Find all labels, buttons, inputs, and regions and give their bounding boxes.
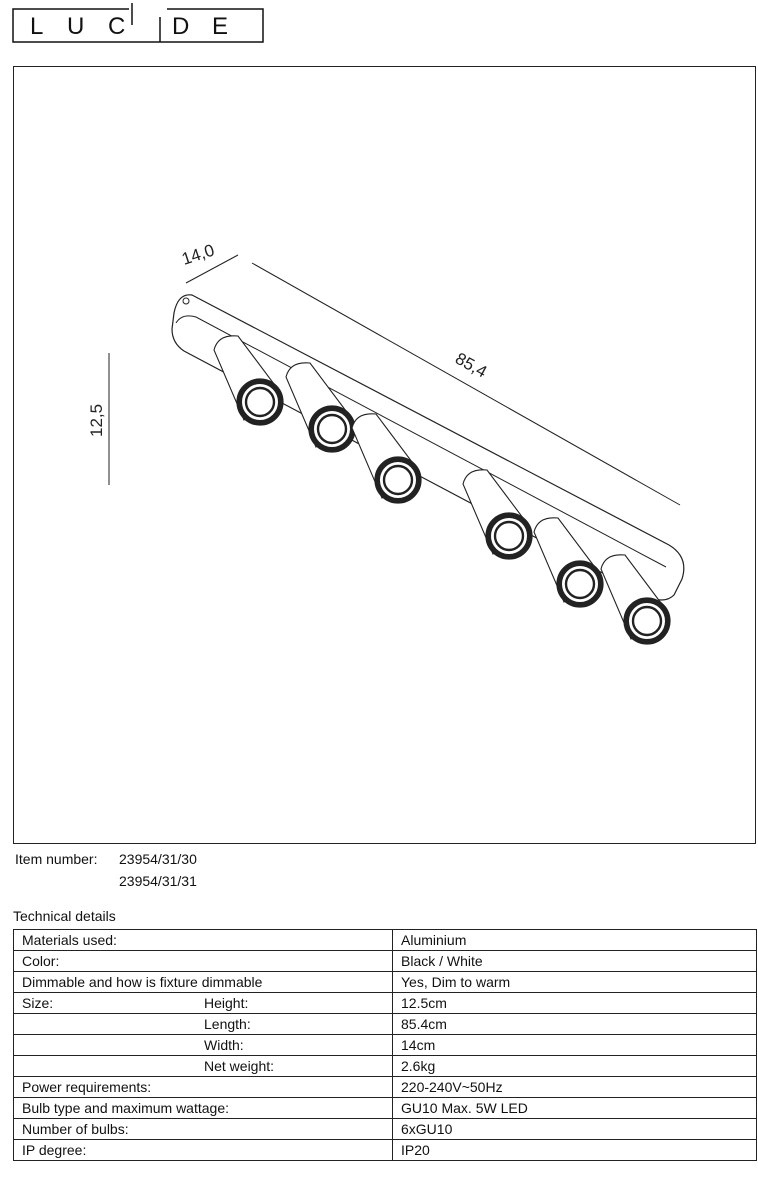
spec-row: Materials used: Aluminium [13, 929, 757, 951]
spec-value: 12.5cm [392, 992, 757, 1014]
technical-drawing: 14,0 85,4 12,5 [13, 66, 756, 844]
dim-height-label: 12,5 [87, 404, 106, 437]
spot-head [600, 554, 671, 645]
dim-width-label: 14,0 [179, 241, 216, 269]
spec-label-cell: Net weight: [13, 1055, 393, 1077]
spec-row: Number of bulbs: 6xGU10 [13, 1118, 757, 1140]
spec-label: IP degree: [22, 1142, 87, 1158]
spot-head [533, 517, 604, 608]
logo-letter-d: D [172, 13, 189, 40]
spec-value: 220-240V~50Hz [392, 1076, 757, 1098]
technical-details-title: Technical details [13, 908, 116, 924]
lucide-logo: L U C D E [12, 3, 264, 43]
spec-label-cell: Number of bulbs: [13, 1118, 393, 1140]
spec-label-cell: Length: [13, 1013, 393, 1035]
spec-value: Black / White [392, 950, 757, 972]
spec-value: IP20 [392, 1139, 757, 1161]
spot-head [285, 362, 356, 453]
spec-row: Dimmable and how is fixture dimmable Yes,… [13, 971, 757, 993]
spec-value: GU10 Max. 5W LED [392, 1097, 757, 1119]
item-number-label: Item number: [15, 851, 98, 867]
spec-row: Length: 85.4cm [13, 1013, 757, 1035]
spec-value: Yes, Dim to warm [392, 971, 757, 993]
spec-label: Number of bulbs: [22, 1121, 129, 1137]
spec-value: 14cm [392, 1034, 757, 1056]
spec-row: Bulb type and maximum wattage: GU10 Max. … [13, 1097, 757, 1119]
spec-label: Bulb type and maximum wattage: [22, 1100, 229, 1116]
spec-value: 6xGU10 [392, 1118, 757, 1140]
spec-row: Color: Black / White [13, 950, 757, 972]
spot-head [351, 413, 422, 504]
spec-label-cell: Dimmable and how is fixture dimmable [13, 971, 393, 993]
spec-sublabel: Net weight: [204, 1058, 275, 1074]
spec-label-cell: Materials used: [13, 929, 393, 951]
spec-label-cell: IP degree: [13, 1139, 393, 1161]
spec-label: Power requirements: [22, 1079, 152, 1095]
spec-value: 85.4cm [392, 1013, 757, 1035]
product-drawing: 14,0 85,4 12,5 [87, 241, 685, 645]
spot-head [462, 469, 533, 560]
spec-row: Size: Height: 12.5cm [13, 992, 757, 1014]
spec-label-cell: Color: [13, 950, 393, 972]
logo-letter-l: L [30, 13, 43, 40]
ceiling-rail [171, 294, 685, 601]
item-number-2: 23954/31/31 [119, 873, 197, 889]
spot-heads [213, 335, 671, 645]
spec-label: Color: [22, 953, 60, 969]
spec-row: Net weight: 2.6kg [13, 1055, 757, 1077]
spec-row: Width: 14cm [13, 1034, 757, 1056]
spec-sublabel: Width: [204, 1037, 244, 1053]
logo-letter-c: C [108, 13, 125, 40]
spec-label-cell: Power requirements: [13, 1076, 393, 1098]
item-number-1: 23954/31/30 [119, 851, 197, 867]
spec-row: IP degree: IP20 [13, 1139, 757, 1161]
logo-letter-e: E [212, 13, 228, 40]
spec-row: Power requirements: 220-240V~50Hz [13, 1076, 757, 1098]
spec-label-cell: Width: [13, 1034, 393, 1056]
spec-label-cell: Size: Height: [13, 992, 393, 1014]
spec-sublabel: Height: [204, 995, 249, 1011]
spec-sublabel: Length: [204, 1016, 251, 1032]
logo-letter-u: U [67, 13, 84, 40]
spec-label: Size: [22, 995, 54, 1011]
spot-head [213, 335, 284, 426]
spec-label: Dimmable and how is fixture dimmable [22, 974, 263, 990]
spec-label-cell: Bulb type and maximum wattage: [13, 1097, 393, 1119]
dim-length-label: 85,4 [452, 349, 490, 382]
spec-value: 2.6kg [392, 1055, 757, 1077]
spec-label: Materials used: [22, 932, 117, 948]
spec-value: Aluminium [392, 929, 757, 951]
